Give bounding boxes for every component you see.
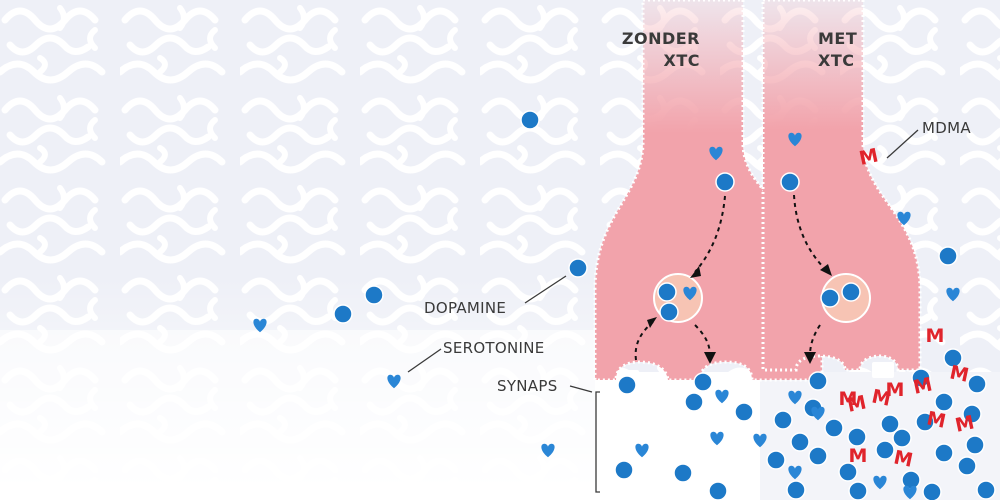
- header-with-line-2: XTC: [818, 51, 855, 70]
- dopamine-molecule: [938, 246, 958, 266]
- dopamine-molecule: [333, 304, 353, 324]
- dopamine-molecule: [848, 481, 868, 500]
- arrow-left-reuptake-path: [634, 321, 654, 361]
- dopamine-molecule: [967, 374, 987, 394]
- arrow-head: [690, 266, 701, 278]
- label-mdma: MDMA: [922, 119, 971, 137]
- dopamine-molecule: [684, 392, 704, 412]
- label-serotonine: SEROTONINE: [443, 339, 545, 357]
- dopamine-molecule: [715, 172, 735, 192]
- dopamine-molecule: [915, 412, 935, 432]
- dopamine-molecule: [617, 375, 637, 395]
- mdma-molecule: M: [926, 325, 945, 347]
- header-without-line-1: ZONDER: [622, 29, 700, 48]
- dopamine-molecule: [614, 460, 634, 480]
- header-without-line-2: XTC: [664, 51, 701, 70]
- dopamine-molecule: [957, 456, 977, 476]
- dopamine-molecule: [786, 480, 806, 500]
- dopamine-molecule: [790, 432, 810, 452]
- header-with-line-1: MET: [818, 29, 857, 48]
- synaps-bracket: [595, 391, 600, 493]
- dopamine-molecule: [976, 480, 996, 500]
- arrow-head: [804, 352, 816, 364]
- mdma-molecule: M: [886, 379, 905, 401]
- dopamine-molecule: [568, 258, 588, 278]
- arrow-head: [704, 352, 716, 364]
- dopamine-molecule: [875, 440, 895, 460]
- dopamine-molecule: [962, 404, 982, 424]
- header-without-xtc: ZONDER XTC: [622, 29, 700, 70]
- mdma-molecule: M: [925, 407, 948, 432]
- mdma-molecule: M: [857, 144, 880, 169]
- receptor-right: [872, 362, 894, 378]
- arrow-right-exit-path: [809, 324, 821, 357]
- synaps-leader: [569, 385, 593, 393]
- arrow-head: [820, 264, 832, 276]
- dopamine-molecule: [911, 368, 931, 388]
- label-synaps: SYNAPS: [497, 377, 558, 395]
- leader-lines: [407, 129, 919, 493]
- dopamine-molecule: [520, 110, 540, 130]
- dopamine-molecule: [364, 285, 384, 305]
- dopamine-molecule: [808, 371, 828, 391]
- mdma-molecule: M: [892, 446, 915, 471]
- header-with-xtc: MET XTC: [818, 29, 857, 70]
- dopamine-molecule: [965, 435, 985, 455]
- mdma-molecule: M: [870, 385, 893, 410]
- dopamine-molecule: [820, 288, 840, 308]
- dopamine-molecule: [780, 172, 800, 192]
- arrow-right-release-path: [793, 194, 827, 271]
- dopamine-molecule: [934, 443, 954, 463]
- dopamine-molecule: [693, 372, 713, 392]
- dopamine-molecule: [838, 462, 858, 482]
- dopamine-molecule: [934, 392, 954, 412]
- mdma-molecule: M: [911, 373, 934, 398]
- dopamine-molecule: [922, 482, 942, 500]
- mdma-molecule: M: [845, 391, 868, 416]
- dopamine-molecule: [773, 410, 793, 430]
- dopamine-leader: [524, 275, 567, 304]
- serotonine-leader: [407, 348, 442, 373]
- label-dopamine: DOPAMINE: [424, 299, 506, 317]
- arrow-left-release-path: [694, 195, 726, 273]
- dopamine-molecule: [708, 481, 728, 500]
- dopamine-molecule: [734, 402, 754, 422]
- dopamine-molecule: [943, 348, 963, 368]
- mdma-molecule: M: [849, 445, 868, 467]
- dopamine-molecule: [847, 427, 867, 447]
- dopamine-molecule: [766, 450, 786, 470]
- dopamine-molecule: [892, 428, 912, 448]
- dopamine-molecule: [824, 418, 844, 438]
- dopamine-molecule: [841, 282, 861, 302]
- arrow-head: [647, 317, 657, 328]
- dopamine-molecule: [808, 446, 828, 466]
- mdma-molecule: M: [839, 388, 858, 410]
- dopamine-molecule: [880, 414, 900, 434]
- dopamine-molecule: [673, 463, 693, 483]
- mdma-molecule: M: [953, 411, 976, 436]
- mdma-leader: [886, 129, 919, 159]
- arrow-heads: [647, 264, 832, 364]
- dopamine-molecule: [657, 282, 677, 302]
- dopamine-molecule: [659, 302, 679, 322]
- mdma-molecule: M: [948, 361, 971, 386]
